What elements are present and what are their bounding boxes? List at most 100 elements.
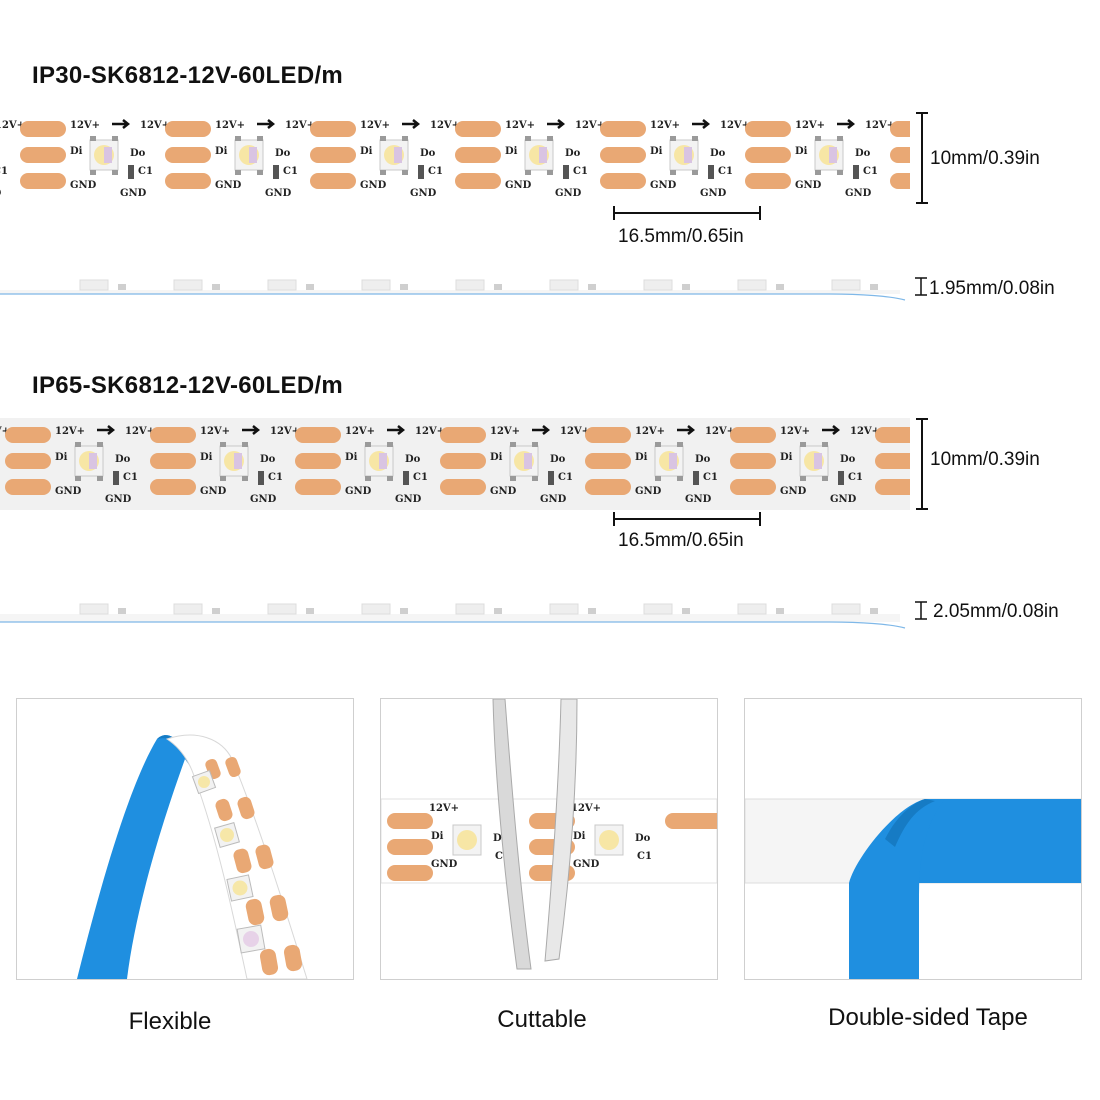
svg-text:Do: Do <box>130 148 146 159</box>
svg-text:C1: C1 <box>268 472 283 483</box>
flexible-illustration <box>77 734 308 979</box>
svg-text:GND: GND <box>410 188 437 199</box>
svg-text:GND: GND <box>540 494 567 505</box>
svg-text:C1: C1 <box>428 166 443 177</box>
svg-text:C1: C1 <box>637 851 652 862</box>
svg-text:Do: Do <box>115 454 131 465</box>
svg-text:12V+: 12V+ <box>415 426 445 437</box>
svg-text:GND: GND <box>55 486 82 497</box>
svg-text:C1: C1 <box>848 472 863 483</box>
svg-text:Di: Di <box>795 146 808 157</box>
svg-text:12V+: 12V+ <box>0 426 10 437</box>
svg-text:Di: Di <box>55 452 68 463</box>
cuttable-caption: Cuttable <box>497 1006 587 1033</box>
svg-text:Do: Do <box>635 833 651 844</box>
svg-text:C1: C1 <box>573 166 588 177</box>
ip65-title: IP65-SK6812-12V-60LED/m <box>32 372 344 399</box>
ip30-side-view <box>0 279 906 301</box>
ip65-width-label: 10mm/0.39in <box>930 449 1040 470</box>
flexible-caption: Flexible <box>128 1008 212 1035</box>
svg-text:12V+: 12V+ <box>430 120 460 131</box>
svg-text:12V+: 12V+ <box>200 426 230 437</box>
svg-text:12V+: 12V+ <box>650 120 680 131</box>
svg-text:12V+: 12V+ <box>55 426 85 437</box>
tape-panel <box>744 698 1082 980</box>
ip30-width-label: 10mm/0.39in <box>930 148 1040 169</box>
svg-text:Di: Di <box>200 452 213 463</box>
svg-text:12V+: 12V+ <box>490 426 520 437</box>
svg-text:Do: Do <box>405 454 421 465</box>
svg-text:Do: Do <box>0 148 1 159</box>
svg-text:GND: GND <box>431 859 458 870</box>
svg-text:Do: Do <box>855 148 871 159</box>
svg-text:12V+: 12V+ <box>571 803 601 814</box>
svg-text:GND: GND <box>120 188 147 199</box>
ip30-width-dimension <box>916 112 928 204</box>
svg-text:GND: GND <box>0 188 2 199</box>
svg-text:C1: C1 <box>703 472 718 483</box>
svg-text:12V+: 12V+ <box>635 426 665 437</box>
svg-text:GND: GND <box>490 486 517 497</box>
svg-text:Di: Di <box>780 452 793 463</box>
svg-text:C1: C1 <box>0 166 8 177</box>
ip65-side-view <box>0 603 906 629</box>
tape-illustration <box>745 798 1081 979</box>
svg-text:12V+: 12V+ <box>505 120 535 131</box>
ip30-title: IP30-SK6812-12V-60LED/m <box>32 62 344 89</box>
svg-text:C1: C1 <box>863 166 878 177</box>
svg-text:C1: C1 <box>283 166 298 177</box>
svg-text:Do: Do <box>260 454 276 465</box>
svg-text:Do: Do <box>840 454 856 465</box>
svg-text:GND: GND <box>573 859 600 870</box>
svg-text:Do: Do <box>550 454 566 465</box>
ip65-pitch-dimension <box>613 512 761 526</box>
svg-text:Di: Di <box>635 452 648 463</box>
svg-text:C1: C1 <box>123 472 138 483</box>
ip30-pitch-dimension <box>613 206 761 220</box>
ip30-thickness-label: 1.95mm/0.08in <box>929 278 1055 299</box>
svg-text:12V+: 12V+ <box>705 426 735 437</box>
svg-text:12V+: 12V+ <box>720 120 750 131</box>
svg-text:12V+: 12V+ <box>270 426 300 437</box>
svg-text:Do: Do <box>275 148 291 159</box>
ip65-thickness-dimension <box>915 601 927 620</box>
svg-text:12V+: 12V+ <box>575 120 605 131</box>
svg-text:GND: GND <box>345 486 372 497</box>
svg-text:GND: GND <box>265 188 292 199</box>
tape-caption: Double-sided Tape <box>828 1004 1028 1031</box>
ip65-pitch-label: 16.5mm/0.65in <box>618 530 744 551</box>
flexible-panel <box>16 698 354 980</box>
svg-text:GND: GND <box>795 180 822 191</box>
svg-text:Do: Do <box>695 454 711 465</box>
svg-text:Do: Do <box>710 148 726 159</box>
svg-text:GND: GND <box>360 180 387 191</box>
svg-text:GND: GND <box>250 494 277 505</box>
svg-text:GND: GND <box>200 486 227 497</box>
svg-text:Di: Di <box>215 146 228 157</box>
svg-text:12V+: 12V+ <box>125 426 155 437</box>
svg-text:GND: GND <box>650 180 677 191</box>
svg-text:12V+: 12V+ <box>140 120 170 131</box>
svg-text:12V+: 12V+ <box>360 120 390 131</box>
svg-text:12V+: 12V+ <box>795 120 825 131</box>
svg-text:12V+: 12V+ <box>850 426 880 437</box>
svg-text:Do: Do <box>420 148 436 159</box>
svg-text:12V+: 12V+ <box>780 426 810 437</box>
svg-text:C1: C1 <box>495 851 510 862</box>
svg-text:GND: GND <box>700 188 727 199</box>
svg-text:Di: Di <box>650 146 663 157</box>
svg-text:Do: Do <box>493 833 509 844</box>
ip30-thickness-dimension <box>915 277 927 296</box>
svg-text:Di: Di <box>431 831 444 842</box>
svg-text:GND: GND <box>70 180 97 191</box>
ip65-thickness-label: 2.05mm/0.08in <box>933 601 1059 622</box>
svg-text:GND: GND <box>215 180 242 191</box>
svg-text:GND: GND <box>505 180 532 191</box>
svg-text:12V+: 12V+ <box>429 803 459 814</box>
